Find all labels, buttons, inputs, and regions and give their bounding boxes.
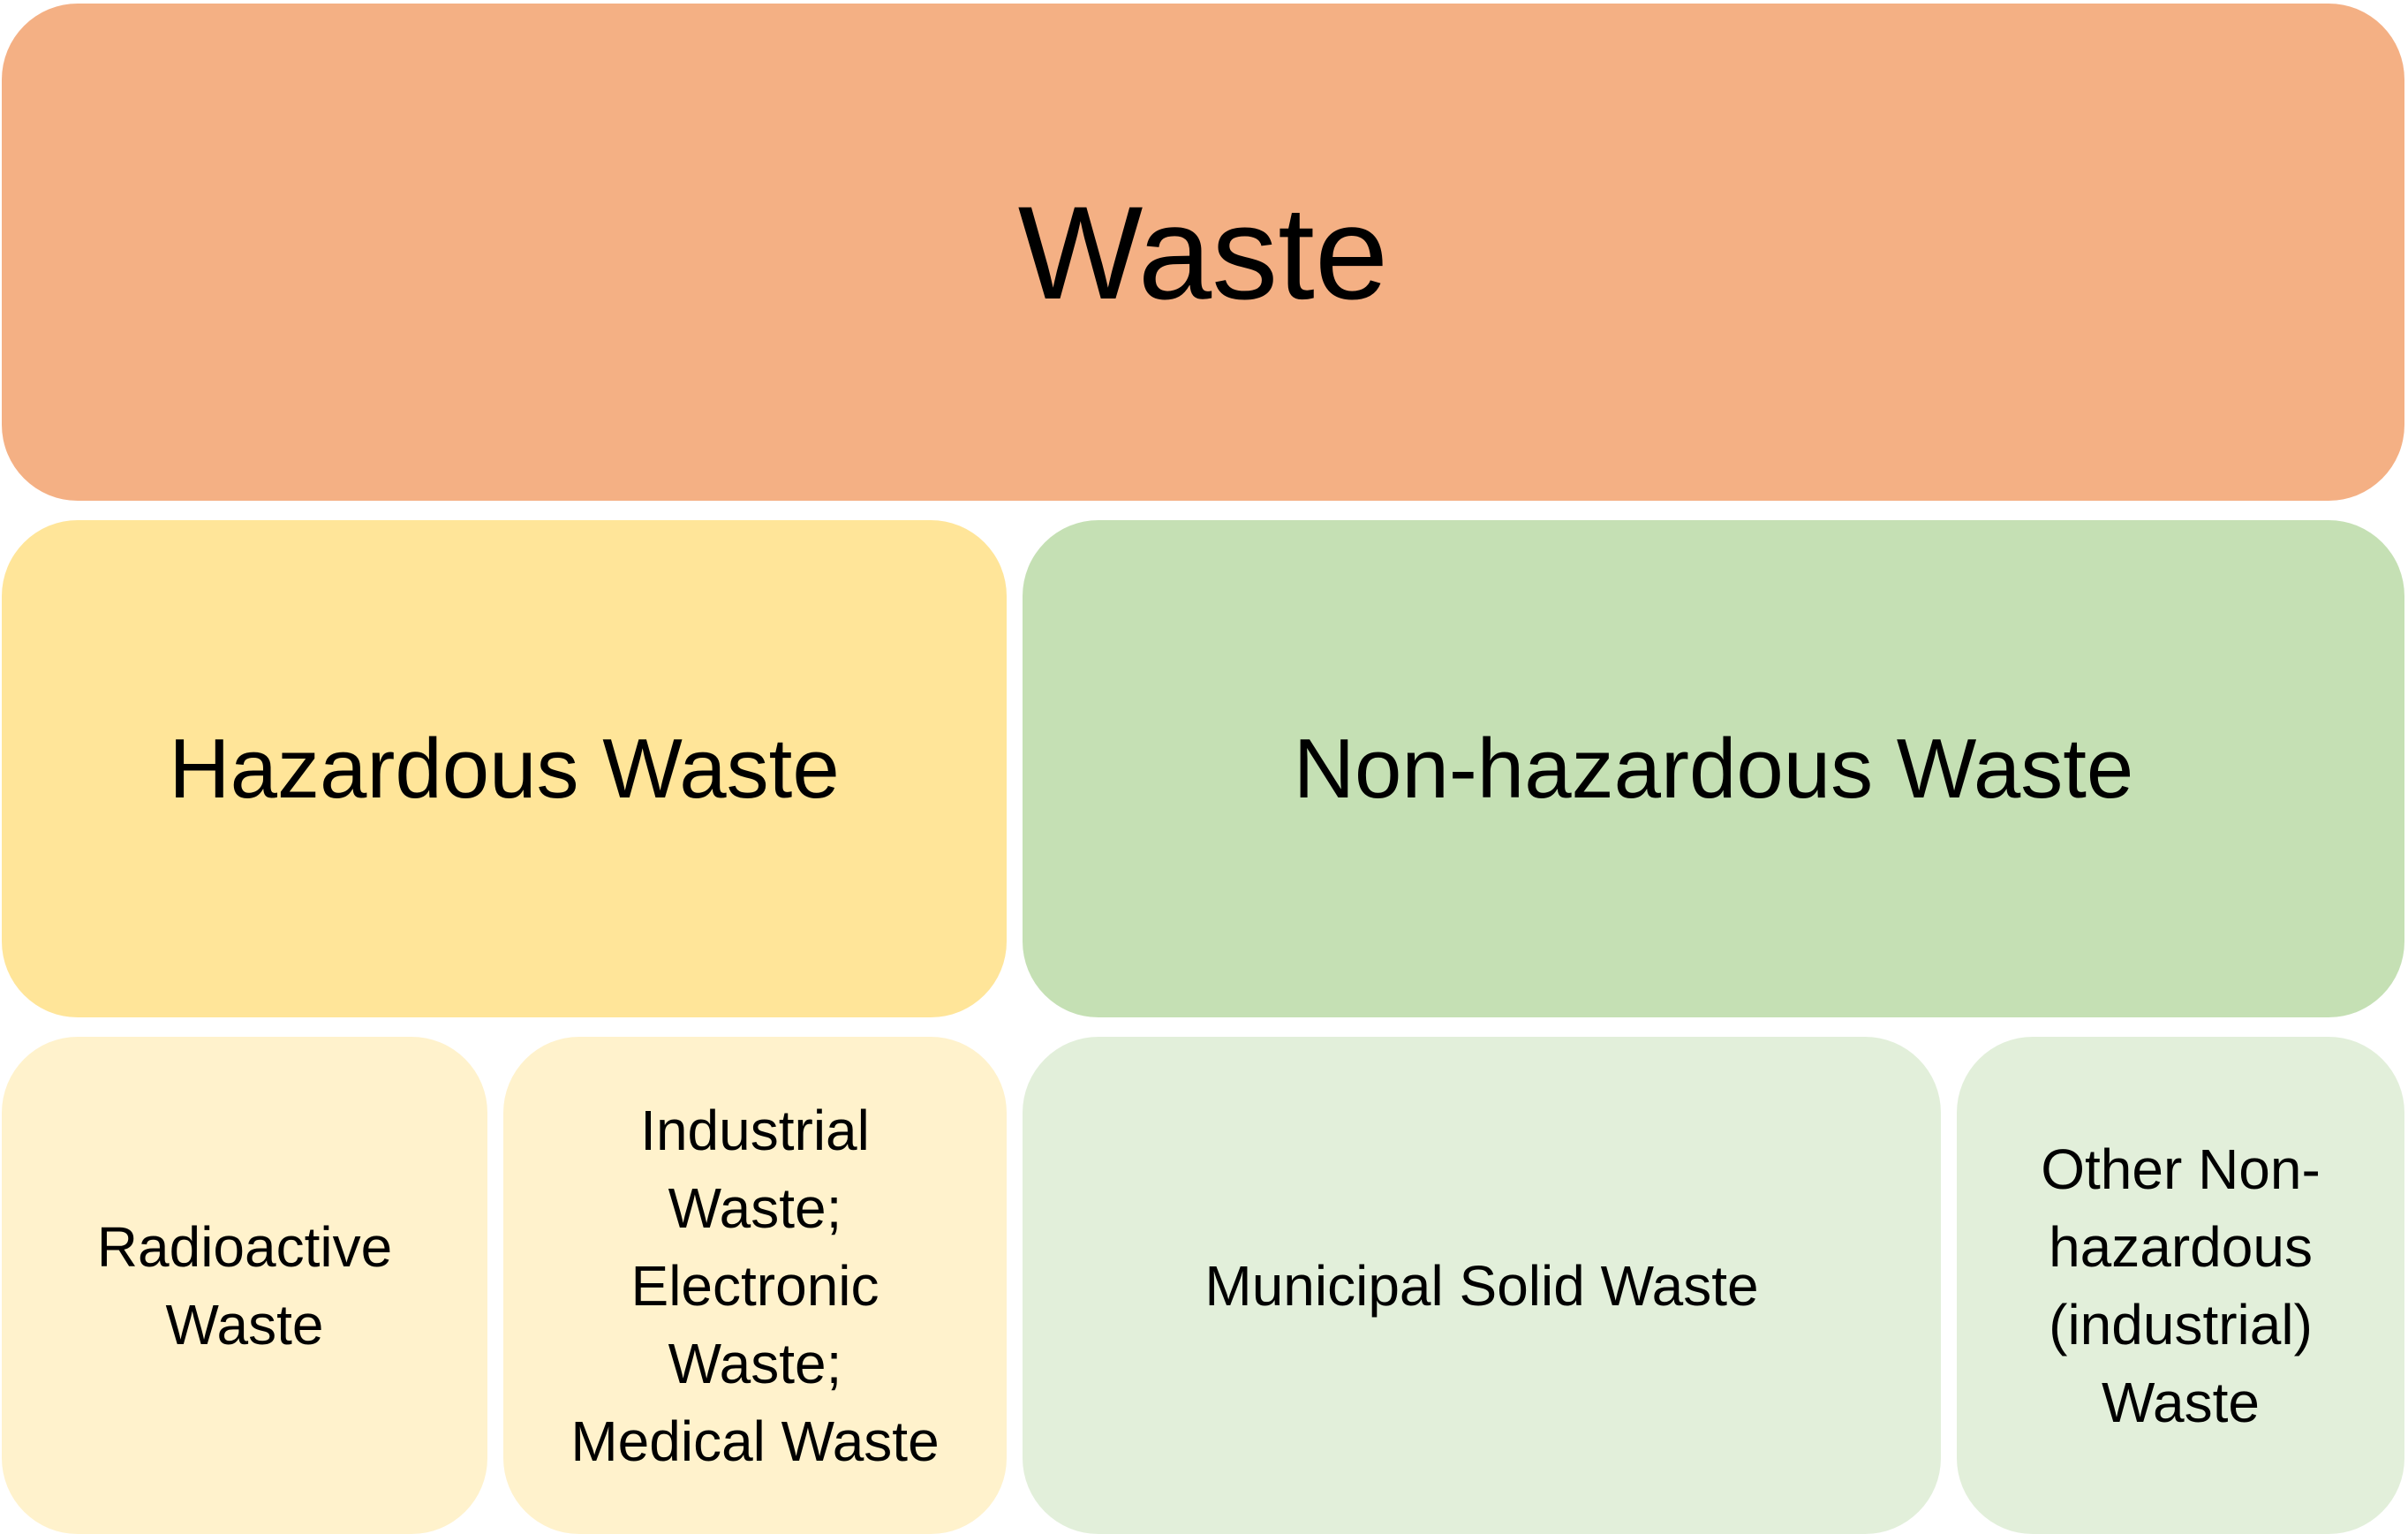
municipal-solid-waste-box: Municipal Solid Waste: [1023, 1037, 1941, 1534]
other-non-hazardous-waste-label: Other Non- hazardous (industrial) Waste: [2041, 1137, 2321, 1434]
hazardous-waste-label: Hazardous Waste: [169, 721, 840, 816]
municipal-solid-waste-label: Municipal Solid Waste: [1204, 1253, 1759, 1318]
non-hazardous-waste-box: Non-hazardous Waste: [1023, 520, 2404, 1017]
other-non-hazardous-waste-box: Other Non- hazardous (industrial) Waste: [1957, 1037, 2404, 1534]
industrial-electronic-medical-waste-label: Industrial Waste; Electronic Waste; Medi…: [570, 1098, 940, 1473]
waste-root-box: Waste: [2, 4, 2404, 501]
hazardous-waste-box: Hazardous Waste: [2, 520, 1007, 1017]
non-hazardous-waste-label: Non-hazardous Waste: [1293, 721, 2134, 816]
industrial-electronic-medical-waste-box: Industrial Waste; Electronic Waste; Medi…: [503, 1037, 1007, 1534]
radioactive-waste-box: Radioactive Waste: [2, 1037, 487, 1534]
radioactive-waste-label: Radioactive Waste: [96, 1214, 393, 1356]
waste-root-label: Waste: [1017, 178, 1389, 327]
